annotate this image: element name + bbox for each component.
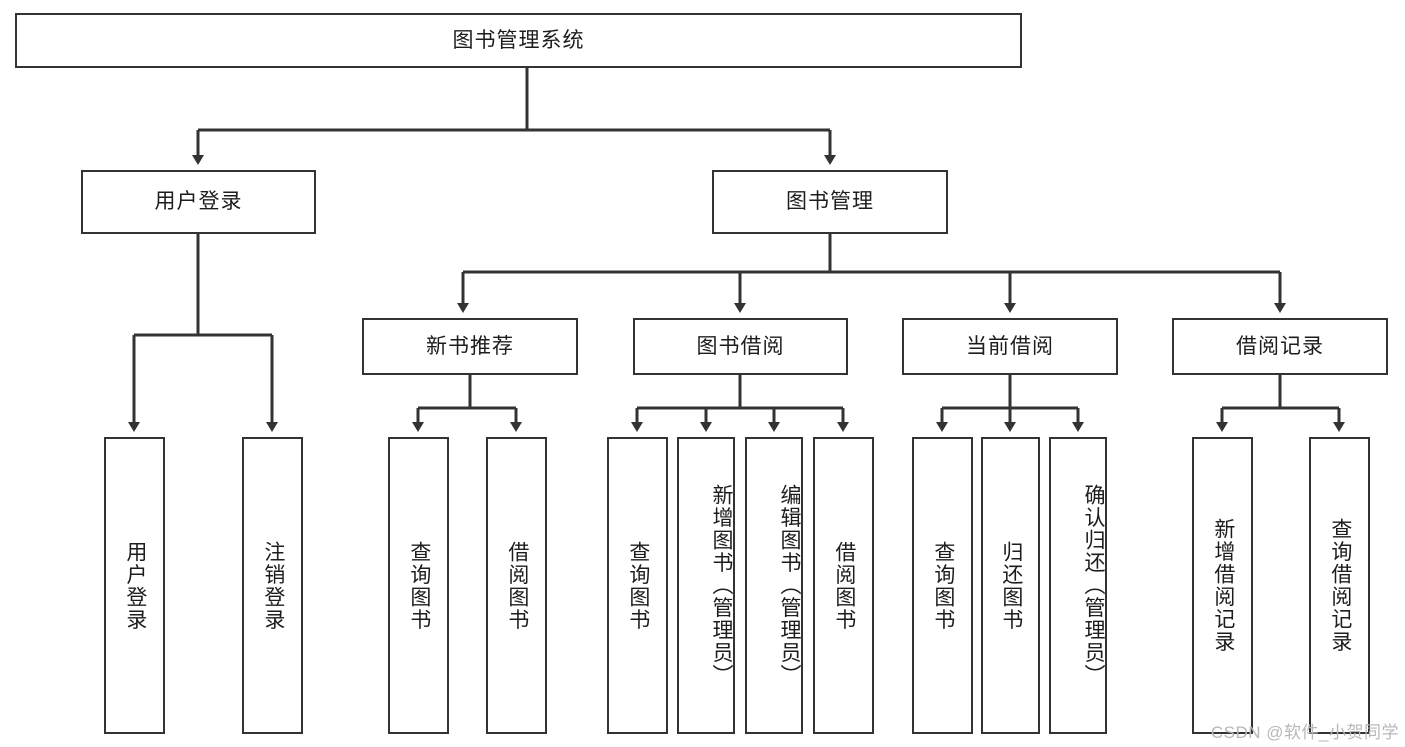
leaf-borrow-add-book-admin[interactable]: 新增图书（管理员） bbox=[677, 437, 735, 734]
node-label: 新增借阅记录 bbox=[1211, 518, 1235, 653]
node-label: 用户登录 bbox=[123, 540, 147, 631]
node-label: 查询借阅记录 bbox=[1328, 518, 1352, 653]
leaf-records-query-record[interactable]: 查询借阅记录 bbox=[1309, 437, 1370, 734]
leaf-current-confirm-return-admin[interactable]: 确认归还（管理员） bbox=[1049, 437, 1107, 734]
node-book-management[interactable]: 图书管理 bbox=[712, 170, 948, 234]
node-label: 编辑图书（管理员） bbox=[778, 484, 801, 687]
leaf-user-login[interactable]: 用户登录 bbox=[104, 437, 165, 734]
leaf-records-add-record[interactable]: 新增借阅记录 bbox=[1192, 437, 1253, 734]
leaf-borrow-edit-book-admin[interactable]: 编辑图书（管理员） bbox=[745, 437, 803, 734]
node-label: 新书推荐 bbox=[426, 334, 514, 358]
node-label: 确认归还（管理员） bbox=[1082, 484, 1105, 687]
node-user-login[interactable]: 用户登录 bbox=[81, 170, 316, 234]
leaf-recommend-borrow-book[interactable]: 借阅图书 bbox=[486, 437, 547, 734]
leaf-current-return-book[interactable]: 归还图书 bbox=[981, 437, 1040, 734]
leaf-recommend-query-book[interactable]: 查询图书 bbox=[388, 437, 449, 734]
node-book-borrow[interactable]: 图书借阅 bbox=[633, 318, 848, 375]
node-current-borrow[interactable]: 当前借阅 bbox=[902, 318, 1118, 375]
node-label: 借阅记录 bbox=[1236, 334, 1324, 358]
node-label: 图书借阅 bbox=[696, 334, 785, 358]
leaf-user-logout[interactable]: 注销登录 bbox=[242, 437, 303, 734]
node-root-system[interactable]: 图书管理系统 bbox=[15, 13, 1022, 68]
node-label: 新增图书（管理员） bbox=[710, 484, 733, 687]
node-label: 图书管理 bbox=[786, 190, 874, 214]
node-label: 图书管理系统 bbox=[452, 28, 585, 52]
node-borrow-records[interactable]: 借阅记录 bbox=[1172, 318, 1388, 375]
leaf-borrow-query-book[interactable]: 查询图书 bbox=[607, 437, 668, 734]
node-label: 查询图书 bbox=[626, 540, 650, 631]
node-label: 查询图书 bbox=[407, 540, 431, 631]
node-label: 当前借阅 bbox=[966, 334, 1054, 358]
node-label: 借阅图书 bbox=[505, 540, 529, 631]
node-label: 借阅图书 bbox=[832, 540, 856, 631]
node-label: 归还图书 bbox=[999, 540, 1023, 631]
node-label: 用户登录 bbox=[154, 190, 243, 214]
node-label: 查询图书 bbox=[931, 540, 955, 631]
node-new-book-recommend[interactable]: 新书推荐 bbox=[362, 318, 578, 375]
node-label: 注销登录 bbox=[261, 540, 285, 631]
leaf-current-query-book[interactable]: 查询图书 bbox=[912, 437, 973, 734]
leaf-borrow-borrow-book[interactable]: 借阅图书 bbox=[813, 437, 874, 734]
